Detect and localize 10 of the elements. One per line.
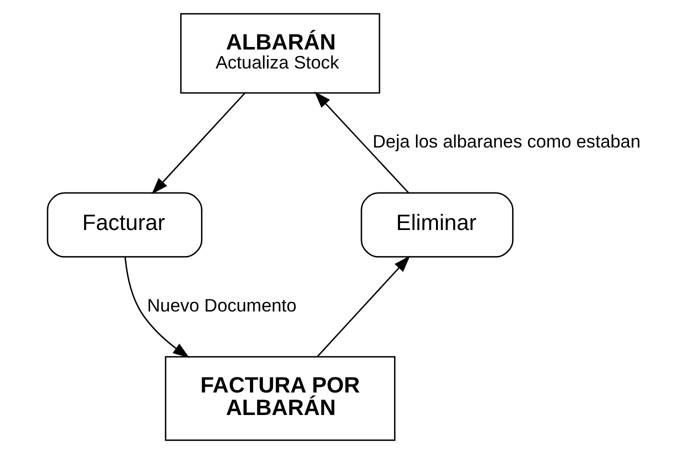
node-box: ALBARÁN Actualiza Stock: [180, 13, 380, 94]
node-box: Facturar: [46, 192, 202, 258]
edge-label: Deja los albaranes como estaban: [372, 132, 640, 152]
edge-label: Nuevo Documento: [147, 296, 297, 316]
arrow: [124, 257, 190, 358]
node-box: Eliminar: [360, 192, 514, 258]
node-box: FACTURA POR ALBARÁN: [164, 356, 396, 441]
arrow: [152, 92, 246, 194]
arrow: [314, 92, 409, 194]
arrow: [316, 256, 410, 358]
